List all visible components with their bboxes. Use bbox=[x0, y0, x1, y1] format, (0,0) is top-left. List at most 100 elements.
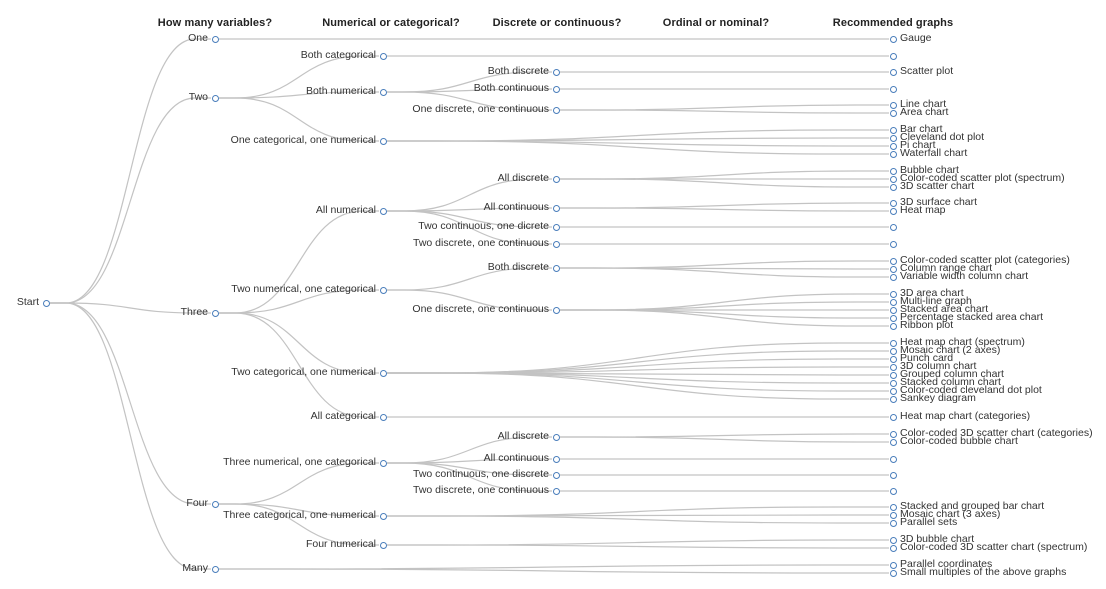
node-label: Both discrete bbox=[487, 261, 549, 273]
node-circle-icon[interactable] bbox=[889, 438, 897, 446]
node-circle-icon[interactable] bbox=[889, 150, 897, 158]
node-circle-icon[interactable] bbox=[889, 257, 897, 265]
node-circle-icon[interactable] bbox=[889, 503, 897, 511]
node-circle-icon[interactable] bbox=[211, 565, 219, 573]
node-circle-icon[interactable] bbox=[379, 207, 387, 215]
node-circle-icon[interactable] bbox=[889, 371, 897, 379]
node-circle-icon[interactable] bbox=[889, 265, 897, 273]
tree-link bbox=[560, 309, 889, 327]
node-circle-icon[interactable] bbox=[889, 544, 897, 552]
node-label: Ribbon plot bbox=[900, 319, 954, 331]
node-circle-icon[interactable] bbox=[889, 134, 897, 142]
node-circle-icon[interactable] bbox=[379, 413, 387, 421]
node-circle-icon[interactable] bbox=[889, 339, 897, 347]
node-circle-icon[interactable] bbox=[379, 52, 387, 60]
tree-link bbox=[387, 544, 889, 549]
node-circle-icon[interactable] bbox=[889, 387, 897, 395]
node-circle-icon[interactable] bbox=[889, 455, 897, 463]
tree-link bbox=[219, 564, 889, 570]
node-label: Two discrete, one continuous bbox=[413, 237, 549, 249]
node-circle-icon[interactable] bbox=[889, 413, 897, 421]
node-circle-icon[interactable] bbox=[552, 487, 560, 495]
node-label: All numerical bbox=[315, 204, 376, 216]
node-circle-icon[interactable] bbox=[552, 455, 560, 463]
node-label: Heat map bbox=[900, 204, 946, 216]
node-label: Stacked area chart bbox=[900, 303, 989, 315]
node-circle-icon[interactable] bbox=[889, 109, 897, 117]
node-label: Area chart bbox=[900, 106, 949, 118]
node-label: Column range chart bbox=[900, 262, 993, 274]
node-circle-icon[interactable] bbox=[889, 223, 897, 231]
node-circle-icon[interactable] bbox=[889, 314, 897, 322]
node-circle-icon[interactable] bbox=[889, 519, 897, 527]
node-circle-icon[interactable] bbox=[889, 290, 897, 298]
node-circle-icon[interactable] bbox=[889, 167, 897, 175]
node-circle-icon[interactable] bbox=[889, 430, 897, 438]
node-circle-icon[interactable] bbox=[379, 286, 387, 294]
node-circle-icon[interactable] bbox=[552, 85, 560, 93]
node-circle-icon[interactable] bbox=[211, 309, 219, 317]
node-label: Three bbox=[180, 306, 208, 318]
node-circle-icon[interactable] bbox=[211, 35, 219, 43]
node-circle-icon[interactable] bbox=[552, 471, 560, 479]
node-circle-icon[interactable] bbox=[889, 68, 897, 76]
node-circle-icon[interactable] bbox=[552, 240, 560, 248]
node-circle-icon[interactable] bbox=[889, 355, 897, 363]
node-circle-icon[interactable] bbox=[889, 561, 897, 569]
node-circle-icon[interactable] bbox=[889, 175, 897, 183]
node-circle-icon[interactable] bbox=[379, 541, 387, 549]
node-circle-icon[interactable] bbox=[552, 204, 560, 212]
node-circle-icon[interactable] bbox=[552, 175, 560, 183]
node-circle-icon[interactable] bbox=[889, 183, 897, 191]
node-circle-icon[interactable] bbox=[42, 299, 50, 307]
node-circle-icon[interactable] bbox=[211, 500, 219, 508]
node-circle-icon[interactable] bbox=[889, 298, 897, 306]
node-circle-icon[interactable] bbox=[552, 306, 560, 314]
node-circle-icon[interactable] bbox=[379, 459, 387, 467]
node-label: Scatter plot bbox=[900, 65, 954, 77]
node-circle-icon[interactable] bbox=[889, 363, 897, 371]
tree-link bbox=[387, 350, 889, 374]
node-circle-icon[interactable] bbox=[889, 395, 897, 403]
node-label: Color-coded 3D scatter chart (categories… bbox=[900, 427, 1093, 439]
node-circle-icon[interactable] bbox=[889, 52, 897, 60]
node-circle-icon[interactable] bbox=[889, 569, 897, 577]
node-circle-icon[interactable] bbox=[889, 85, 897, 93]
node-circle-icon[interactable] bbox=[552, 106, 560, 114]
node-label: Four numerical bbox=[305, 538, 376, 550]
node-label: Four bbox=[186, 497, 208, 509]
node-circle-icon[interactable] bbox=[379, 369, 387, 377]
node-circle-icon[interactable] bbox=[889, 207, 897, 215]
node-circle-icon[interactable] bbox=[889, 273, 897, 281]
node-circle-icon[interactable] bbox=[552, 223, 560, 231]
tree-link bbox=[387, 515, 889, 524]
node-circle-icon[interactable] bbox=[889, 471, 897, 479]
node-label: One discrete, one continuous bbox=[412, 103, 549, 115]
node-circle-icon[interactable] bbox=[889, 379, 897, 387]
node-circle-icon[interactable] bbox=[211, 94, 219, 102]
node-circle-icon[interactable] bbox=[552, 68, 560, 76]
node-circle-icon[interactable] bbox=[889, 511, 897, 519]
node-circle-icon[interactable] bbox=[889, 240, 897, 248]
tree-link bbox=[387, 506, 889, 517]
node-circle-icon[interactable] bbox=[552, 264, 560, 272]
node-circle-icon[interactable] bbox=[379, 512, 387, 520]
tree-link bbox=[387, 372, 889, 392]
node-label: 3D surface chart bbox=[900, 196, 978, 208]
node-circle-icon[interactable] bbox=[552, 433, 560, 441]
tree-link bbox=[387, 140, 889, 147]
node-circle-icon[interactable] bbox=[889, 126, 897, 134]
node-circle-icon[interactable] bbox=[379, 137, 387, 145]
node-circle-icon[interactable] bbox=[889, 142, 897, 150]
node-circle-icon[interactable] bbox=[889, 487, 897, 495]
node-circle-icon[interactable] bbox=[889, 536, 897, 544]
node-circle-icon[interactable] bbox=[889, 322, 897, 330]
node-circle-icon[interactable] bbox=[889, 35, 897, 43]
node-circle-icon[interactable] bbox=[889, 101, 897, 109]
node-circle-icon[interactable] bbox=[889, 306, 897, 314]
node-circle-icon[interactable] bbox=[379, 88, 387, 96]
node-circle-icon[interactable] bbox=[889, 199, 897, 207]
node-label: Mosaic chart (3 axes) bbox=[900, 508, 1001, 520]
tree-link bbox=[387, 342, 889, 374]
node-circle-icon[interactable] bbox=[889, 347, 897, 355]
